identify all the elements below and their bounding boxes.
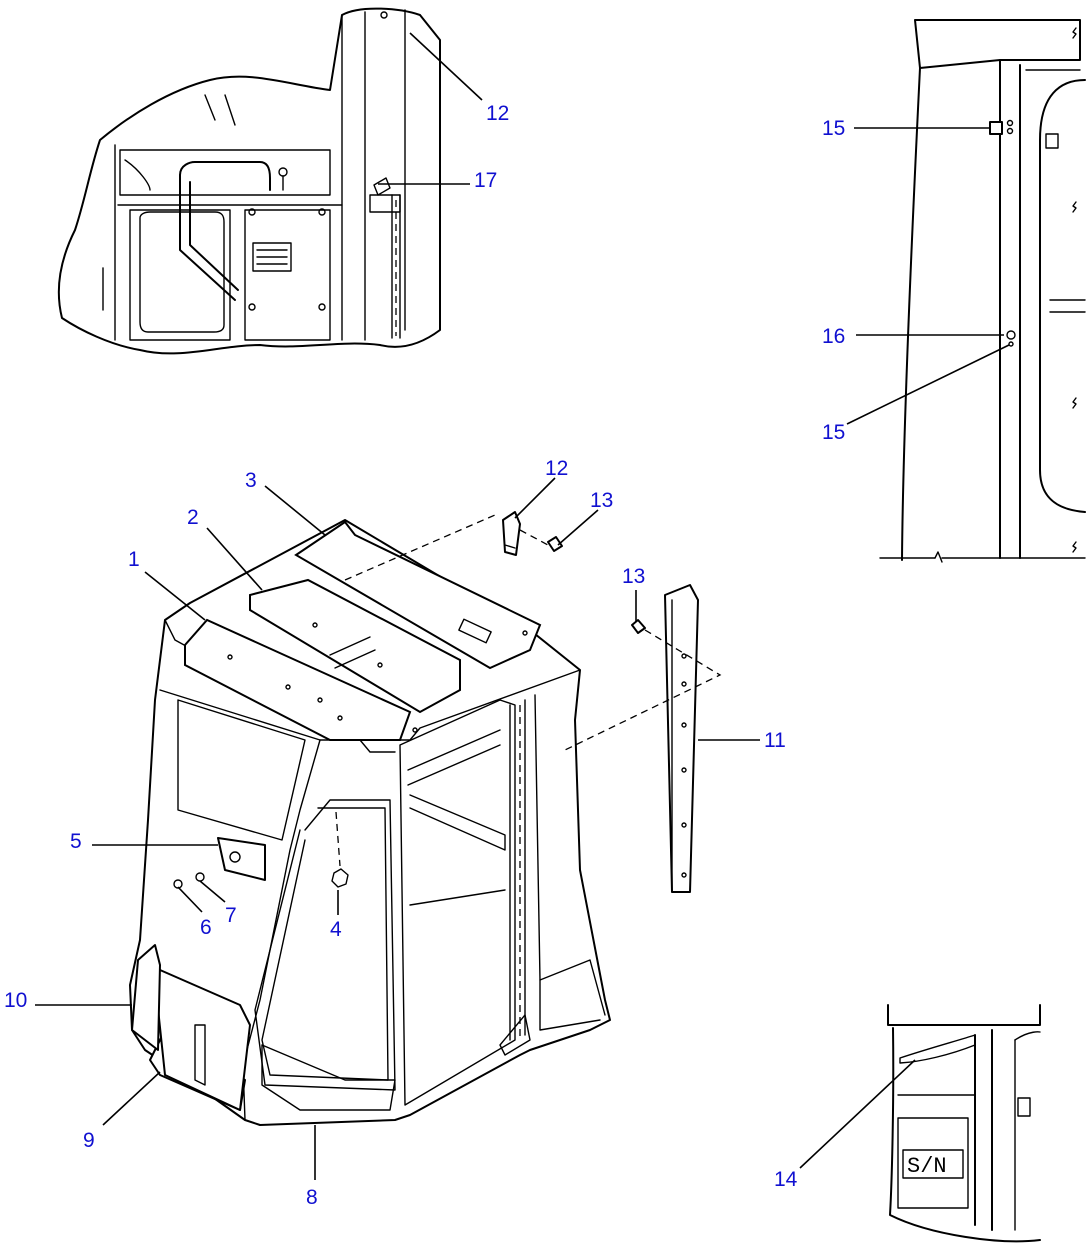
bolt-13-lower bbox=[631, 619, 646, 634]
bolt-13-upper bbox=[547, 536, 563, 552]
callout-7: 7 bbox=[225, 904, 237, 927]
callout-9: 9 bbox=[83, 1129, 95, 1152]
callout-10: 10 bbox=[4, 989, 27, 1012]
trim-10 bbox=[131, 944, 161, 1051]
callout-4: 4 bbox=[330, 918, 342, 941]
serial-plate-text: S/N bbox=[907, 1154, 947, 1179]
roof-pad-2 bbox=[249, 578, 461, 714]
callout-12-main: 12 bbox=[545, 457, 568, 480]
callout-12-detail: 12 bbox=[486, 102, 509, 125]
callouts: 12 17 15 16 15 12 13 3 2 1 13 11 5 6 7 4… bbox=[4, 102, 845, 1209]
strip-11 bbox=[664, 584, 699, 893]
callout-8: 8 bbox=[306, 1186, 318, 1209]
detail-view-serial-plate: S/N bbox=[887, 1004, 1041, 1243]
callout-5: 5 bbox=[70, 830, 82, 853]
callout-13-lower: 13 bbox=[622, 565, 645, 588]
callout-15-lower: 15 bbox=[822, 421, 845, 444]
callout-14: 14 bbox=[774, 1168, 798, 1191]
callout-16: 16 bbox=[822, 325, 845, 348]
plate-5 bbox=[217, 837, 266, 881]
callout-13-upper: 13 bbox=[590, 489, 613, 512]
latch-12 bbox=[502, 511, 521, 556]
callout-2: 2 bbox=[187, 506, 199, 529]
callout-11: 11 bbox=[764, 729, 786, 752]
detail-view-door bbox=[57, 7, 441, 355]
leader-lines bbox=[35, 32, 1010, 1180]
callout-17: 17 bbox=[474, 169, 497, 192]
callout-6: 6 bbox=[200, 916, 212, 939]
exploded-parts bbox=[344, 511, 722, 893]
roof-pad-3 bbox=[294, 520, 542, 670]
detail-view-door-hinge bbox=[879, 19, 1086, 563]
callout-3: 3 bbox=[245, 469, 257, 492]
callout-1: 1 bbox=[128, 548, 140, 571]
callout-15-upper: 15 bbox=[822, 117, 845, 140]
cab-assembly bbox=[129, 519, 611, 1126]
